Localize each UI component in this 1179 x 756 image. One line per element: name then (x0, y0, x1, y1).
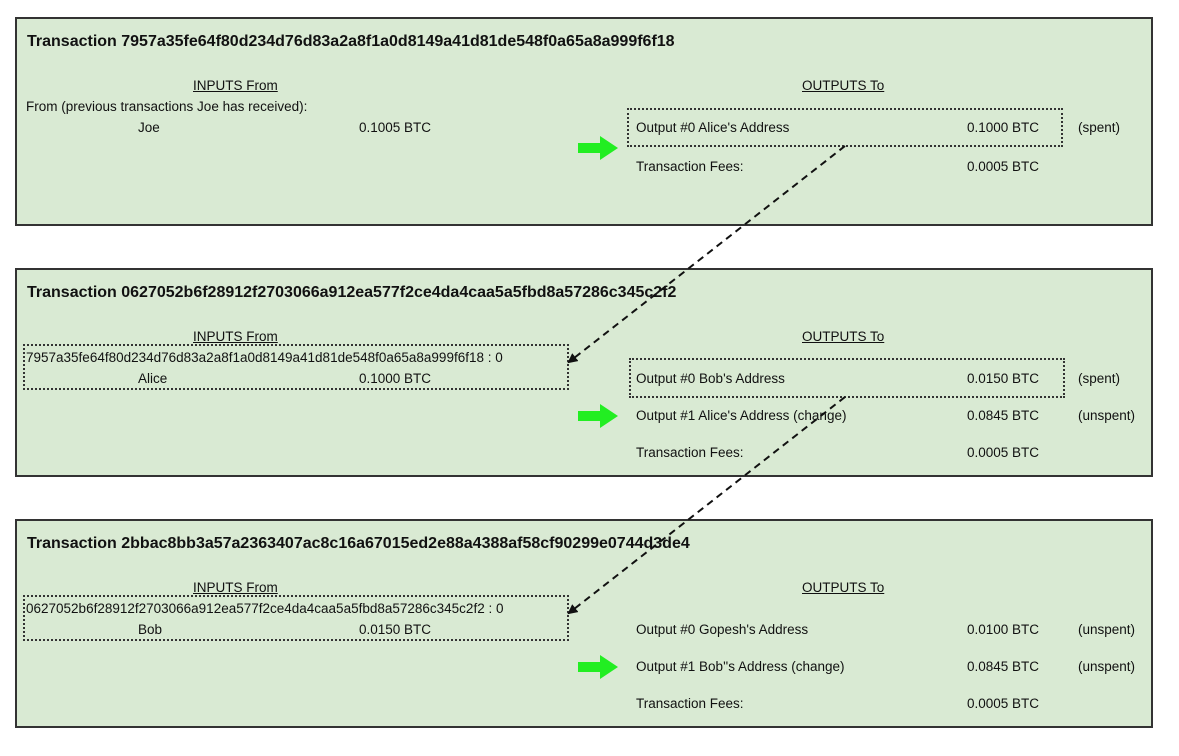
input-name: Bob (138, 622, 163, 637)
output-amount: 0.0845 BTC (967, 659, 1040, 674)
transaction-title: Transaction 7957a35fe64f80d234d76d83a2a8… (27, 33, 675, 50)
transaction-box-2: Transaction 0627052b6f28912f2703066a912e… (15, 268, 1153, 477)
output-status: (spent) (1078, 120, 1121, 135)
input-highlight (23, 344, 569, 390)
output-status: (unspent) (1078, 659, 1136, 674)
output-label: Output #0 Alice's Address (636, 120, 790, 135)
output-amount: 0.0150 BTC (967, 371, 1040, 386)
input-name: Alice (138, 371, 168, 386)
spent-output-highlight (629, 358, 1065, 398)
output-amount: 0.1000 BTC (967, 120, 1040, 135)
output-status: (unspent) (1078, 622, 1136, 637)
output-label: Output #1 Alice's Address (change) (636, 408, 847, 423)
input-name: Joe (138, 120, 160, 135)
input-amount: 0.1000 BTC (359, 371, 432, 386)
green-arrow-icon (578, 136, 618, 160)
inputs-header: INPUTS From (193, 580, 278, 595)
fees-amount: 0.0005 BTC (967, 159, 1040, 174)
transaction-title: Transaction 0627052b6f28912f2703066a912e… (27, 284, 677, 301)
input-amount: 0.0150 BTC (359, 622, 432, 637)
input-amount: 0.1005 BTC (359, 120, 432, 135)
input-reference: From (previous transactions Joe has rece… (26, 99, 308, 114)
fees-label: Transaction Fees: (636, 159, 744, 174)
green-arrow-icon (578, 404, 618, 428)
green-arrow-icon (578, 655, 618, 679)
input-reference: 0627052b6f28912f2703066a912ea577f2ce4da4… (26, 601, 504, 616)
output-status: (spent) (1078, 371, 1121, 386)
fees-label: Transaction Fees: (636, 445, 744, 460)
input-highlight (23, 595, 569, 641)
outputs-header: OUTPUTS To (802, 580, 885, 595)
outputs-header: OUTPUTS To (802, 329, 885, 344)
output-status: (unspent) (1078, 408, 1136, 423)
transaction-title: Transaction 2bbac8bb3a57a2363407ac8c16a6… (27, 535, 690, 552)
fees-label: Transaction Fees: (636, 696, 744, 711)
inputs-header: INPUTS From (193, 78, 278, 93)
output-amount: 0.0100 BTC (967, 622, 1040, 637)
transaction-box-1: Transaction 7957a35fe64f80d234d76d83a2a8… (15, 17, 1153, 226)
inputs-header: INPUTS From (193, 329, 278, 344)
input-reference: 7957a35fe64f80d234d76d83a2a8f1a0d8149a41… (26, 350, 503, 365)
output-label: Output #0 Gopesh's Address (636, 622, 809, 637)
output-label: Output #1 Bob''s Address (change) (636, 659, 845, 674)
fees-amount: 0.0005 BTC (967, 445, 1040, 460)
output-amount: 0.0845 BTC (967, 408, 1040, 423)
output-label: Output #0 Bob's Address (636, 371, 785, 386)
outputs-header: OUTPUTS To (802, 78, 885, 93)
transaction-box-3: Transaction 2bbac8bb3a57a2363407ac8c16a6… (15, 519, 1153, 728)
fees-amount: 0.0005 BTC (967, 696, 1040, 711)
